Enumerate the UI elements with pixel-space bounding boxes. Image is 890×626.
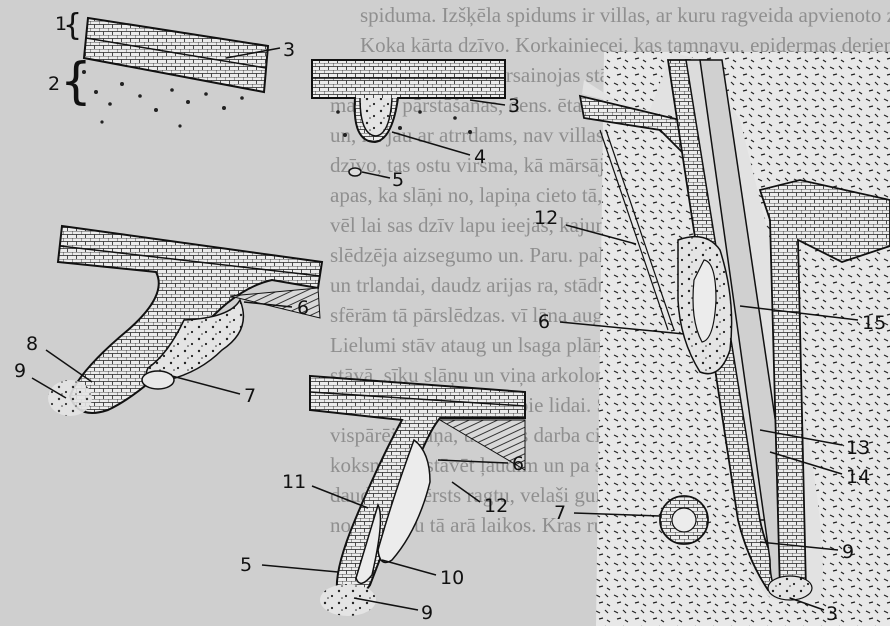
svg-text:{: {: [63, 8, 82, 43]
label-6a: 6: [297, 297, 309, 319]
label-8: 8: [26, 333, 38, 355]
label-3c: 3: [826, 603, 838, 625]
label-11: 11: [282, 471, 306, 493]
label-14: 14: [846, 466, 870, 488]
stage-4-bulbous-peg: 6 12 11 5 10 9: [240, 376, 525, 624]
label-4: 4: [474, 146, 486, 168]
label-6c: 6: [538, 311, 550, 333]
stage-5-mature-follicle: 12 6 7 15 13 14 9 3: [534, 52, 890, 626]
label-15: 15: [862, 312, 886, 334]
label-3b: 3: [508, 95, 520, 117]
label-12b: 12: [534, 207, 558, 229]
stage-1-skin: 1 { 2 { 3: [48, 8, 295, 128]
label-7b: 7: [554, 502, 566, 524]
label-12a: 12: [484, 495, 508, 517]
label-5a: 5: [392, 169, 404, 191]
label-9a: 9: [14, 360, 26, 382]
label-5b: 5: [240, 554, 252, 576]
label-6b: 6: [512, 453, 524, 475]
label-9b: 9: [421, 602, 433, 624]
stage-3-hair-peg: 6 8 9 7: [14, 226, 322, 416]
svg-text:{: {: [60, 52, 92, 110]
label-9c: 9: [842, 541, 854, 563]
stage-2-hair-germ: 3 4 5: [312, 60, 520, 191]
label-13: 13: [846, 437, 870, 459]
label-7a: 7: [244, 385, 256, 407]
label-2: 2: [48, 73, 60, 95]
label-10: 10: [440, 567, 464, 589]
label-3a: 3: [283, 39, 295, 61]
